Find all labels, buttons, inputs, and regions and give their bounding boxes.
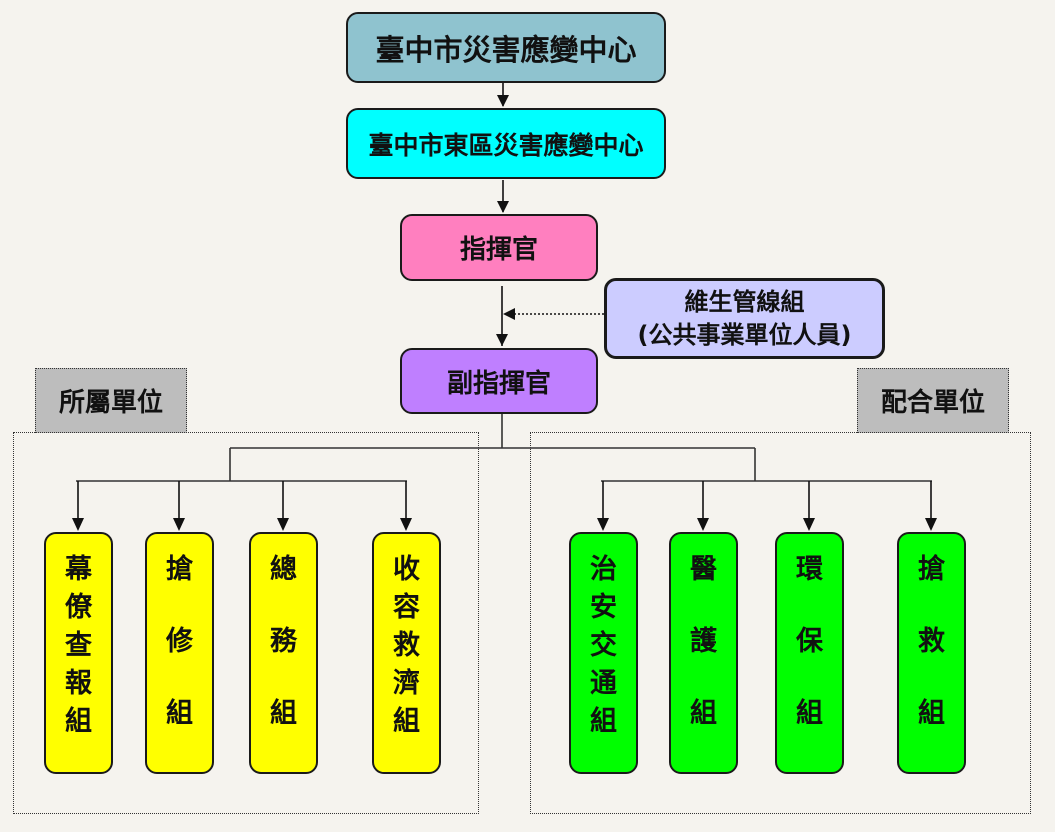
unit-name-char: 交 bbox=[590, 630, 617, 661]
commander-label: 指揮官 bbox=[459, 235, 538, 265]
deputy-commander-node[interactable]: 副指揮官 bbox=[400, 348, 598, 414]
unit-name-char: 組 bbox=[270, 698, 297, 729]
unit-name-char: 救 bbox=[918, 626, 945, 657]
city-emergency-center-node[interactable]: 臺中市災害應變中心 bbox=[346, 12, 666, 83]
unit-name-char: 安 bbox=[590, 592, 617, 623]
unit-name-char: 幕 bbox=[65, 554, 92, 585]
cooperating-unit-0[interactable]: 治安交通組 bbox=[569, 532, 638, 774]
unit-name-char: 總 bbox=[270, 554, 297, 585]
unit-name-char: 查 bbox=[65, 630, 92, 661]
unit-name-char: 保 bbox=[796, 626, 823, 657]
cooperating-units-label: 配合單位 bbox=[857, 368, 1009, 433]
commander-node[interactable]: 指揮官 bbox=[400, 214, 598, 281]
cooperating-units-group bbox=[530, 432, 1031, 814]
affiliated-units-group bbox=[13, 432, 479, 814]
unit-name-char: 容 bbox=[393, 592, 420, 623]
unit-name-char: 搶 bbox=[918, 554, 945, 585]
affiliated-unit-0[interactable]: 幕僚查報組 bbox=[44, 532, 113, 774]
lifeline-group-title: 維生管線組 bbox=[684, 288, 805, 317]
cooperating-units-label-text: 配合單位 bbox=[880, 388, 985, 418]
lifeline-group-node[interactable]: 維生管線組 (公共事業單位人員) bbox=[604, 278, 885, 359]
arrowhead bbox=[497, 201, 509, 213]
city-emergency-center-label: 臺中市災害應變中心 bbox=[375, 32, 637, 67]
unit-name-char: 濟 bbox=[393, 668, 420, 699]
unit-name-char: 搶 bbox=[166, 554, 193, 585]
cooperating-unit-2[interactable]: 環保組 bbox=[775, 532, 844, 774]
unit-name-char: 組 bbox=[166, 698, 193, 729]
affiliated-unit-2[interactable]: 總務組 bbox=[249, 532, 318, 774]
cooperating-unit-3[interactable]: 搶救組 bbox=[897, 532, 966, 774]
unit-name-char: 報 bbox=[65, 668, 92, 699]
affiliated-units-label-text: 所屬單位 bbox=[58, 388, 163, 418]
arrowhead bbox=[503, 308, 515, 320]
unit-name-char: 救 bbox=[393, 630, 420, 661]
arrowhead bbox=[497, 95, 509, 107]
unit-name-char: 組 bbox=[918, 698, 945, 729]
unit-name-char: 通 bbox=[590, 668, 617, 699]
cooperating-unit-1[interactable]: 醫護組 bbox=[669, 532, 738, 774]
unit-name-char: 組 bbox=[796, 698, 823, 729]
arrowhead bbox=[496, 334, 508, 346]
unit-name-char: 護 bbox=[690, 626, 717, 657]
unit-name-char: 修 bbox=[166, 626, 193, 657]
affiliated-unit-3[interactable]: 收容救濟組 bbox=[372, 532, 441, 774]
unit-name-char: 組 bbox=[690, 698, 717, 729]
unit-name-char: 務 bbox=[270, 626, 297, 657]
affiliated-units-label: 所屬單位 bbox=[35, 368, 187, 433]
district-emergency-center-label: 臺中市東區災害應變中心 bbox=[368, 130, 644, 160]
district-emergency-center-node[interactable]: 臺中市東區災害應變中心 bbox=[346, 108, 666, 179]
unit-name-char: 組 bbox=[393, 706, 420, 737]
unit-name-char: 組 bbox=[590, 706, 617, 737]
unit-name-char: 環 bbox=[796, 554, 823, 585]
unit-name-char: 收 bbox=[393, 554, 420, 585]
unit-name-char: 組 bbox=[65, 706, 92, 737]
unit-name-char: 醫 bbox=[690, 554, 717, 585]
affiliated-unit-1[interactable]: 搶修組 bbox=[145, 532, 214, 774]
unit-name-char: 僚 bbox=[65, 592, 92, 623]
lifeline-group-subtitle: (公共事業單位人員) bbox=[637, 320, 852, 349]
deputy-commander-label: 副指揮官 bbox=[446, 368, 551, 399]
unit-name-char: 治 bbox=[590, 554, 617, 585]
